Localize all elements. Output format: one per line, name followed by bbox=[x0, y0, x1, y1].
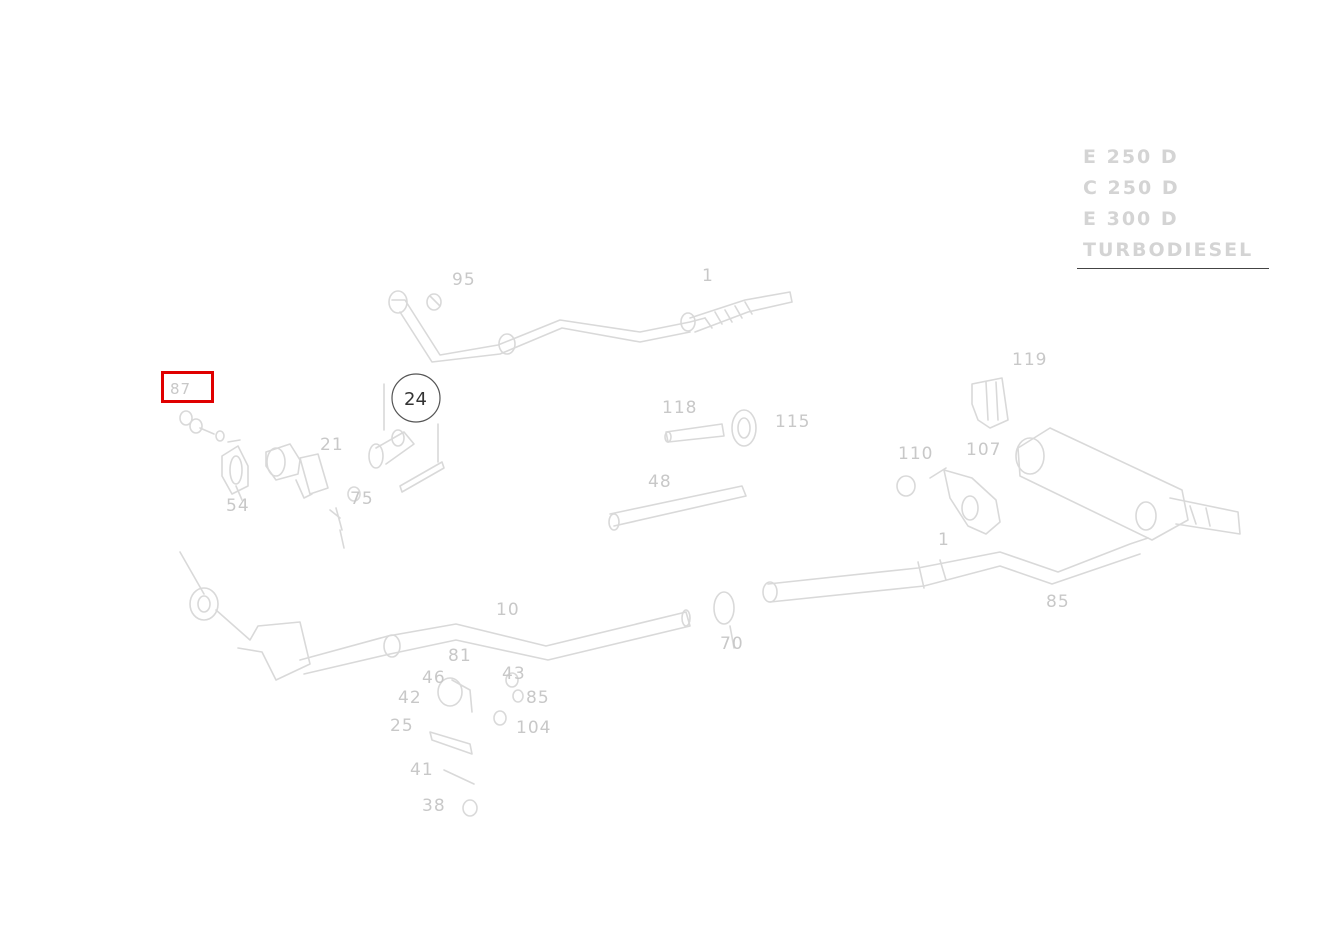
front-pipe-catalyst-part-10[interactable] bbox=[179, 551, 691, 681]
part-label-43[interactable]: 43 bbox=[502, 664, 526, 684]
part-label-110[interactable]: 110 bbox=[898, 444, 934, 464]
clamp-assembly-part-24[interactable] bbox=[368, 383, 445, 493]
mount-part-110[interactable] bbox=[896, 467, 1001, 535]
legend-divider bbox=[1077, 268, 1269, 269]
bracket-part-21[interactable] bbox=[265, 443, 329, 499]
part-label-46[interactable]: 46 bbox=[422, 668, 446, 688]
part-label-21[interactable]: 21 bbox=[320, 435, 344, 455]
part-label-115[interactable]: 115 bbox=[775, 412, 811, 432]
hanger-parts-cluster[interactable] bbox=[429, 672, 524, 817]
bracket-part-119[interactable] bbox=[971, 377, 1009, 429]
rear-muffler-part-107[interactable] bbox=[1015, 427, 1241, 541]
selected-part-highlight[interactable]: 87 bbox=[161, 371, 214, 403]
bolt-part-75[interactable] bbox=[329, 486, 361, 549]
flange-part-54[interactable] bbox=[221, 439, 249, 501]
selected-part-label: 87 bbox=[170, 380, 192, 398]
part-label-81[interactable]: 81 bbox=[448, 646, 472, 666]
hanger-part-118[interactable] bbox=[664, 423, 725, 443]
part-label-1-rear[interactable]: 1 bbox=[938, 530, 950, 550]
part-label-48[interactable]: 48 bbox=[648, 472, 672, 492]
part-label-42[interactable]: 42 bbox=[398, 688, 422, 708]
part-label-95[interactable]: 95 bbox=[452, 270, 476, 290]
model-legend: E 250 D C 250 D E 300 D TURBODIESEL bbox=[1077, 142, 1269, 269]
part-label-10[interactable]: 10 bbox=[496, 600, 520, 620]
callout-number-24: 24 bbox=[404, 389, 427, 410]
legend-line-4: TURBODIESEL bbox=[1083, 239, 1254, 261]
clamp-part-95[interactable] bbox=[426, 293, 442, 311]
part-label-85[interactable]: 85 bbox=[1046, 592, 1070, 612]
part-label-70[interactable]: 70 bbox=[720, 634, 744, 654]
legend-line-2: C 250 D bbox=[1083, 177, 1180, 199]
legend-line-1: E 250 D bbox=[1083, 146, 1179, 168]
clamp-part-81[interactable] bbox=[713, 591, 735, 649]
part-label-1-front[interactable]: 1 bbox=[702, 266, 714, 286]
part-label-25[interactable]: 25 bbox=[390, 716, 414, 736]
callout-circle-24 bbox=[391, 373, 441, 423]
part-label-54[interactable]: 54 bbox=[226, 496, 250, 516]
part-label-107[interactable]: 107 bbox=[966, 440, 1002, 460]
intermediate-pipe-part-48[interactable] bbox=[608, 485, 747, 531]
gasket-part-87[interactable] bbox=[179, 410, 225, 442]
part-label-38[interactable]: 38 bbox=[422, 796, 446, 816]
front-exhaust-pipe[interactable] bbox=[388, 290, 793, 363]
part-label-41[interactable]: 41 bbox=[410, 760, 434, 780]
rear-pipe-part-85[interactable] bbox=[762, 537, 1149, 603]
part-label-75[interactable]: 75 bbox=[350, 489, 374, 509]
part-label-119[interactable]: 119 bbox=[1012, 350, 1048, 370]
part-label-85b[interactable]: 85 bbox=[526, 688, 550, 708]
legend-line-3: E 300 D bbox=[1083, 208, 1179, 230]
part-label-104[interactable]: 104 bbox=[516, 718, 552, 738]
part-label-118[interactable]: 118 bbox=[662, 398, 698, 418]
rubber-mount-part-115[interactable] bbox=[731, 409, 757, 447]
